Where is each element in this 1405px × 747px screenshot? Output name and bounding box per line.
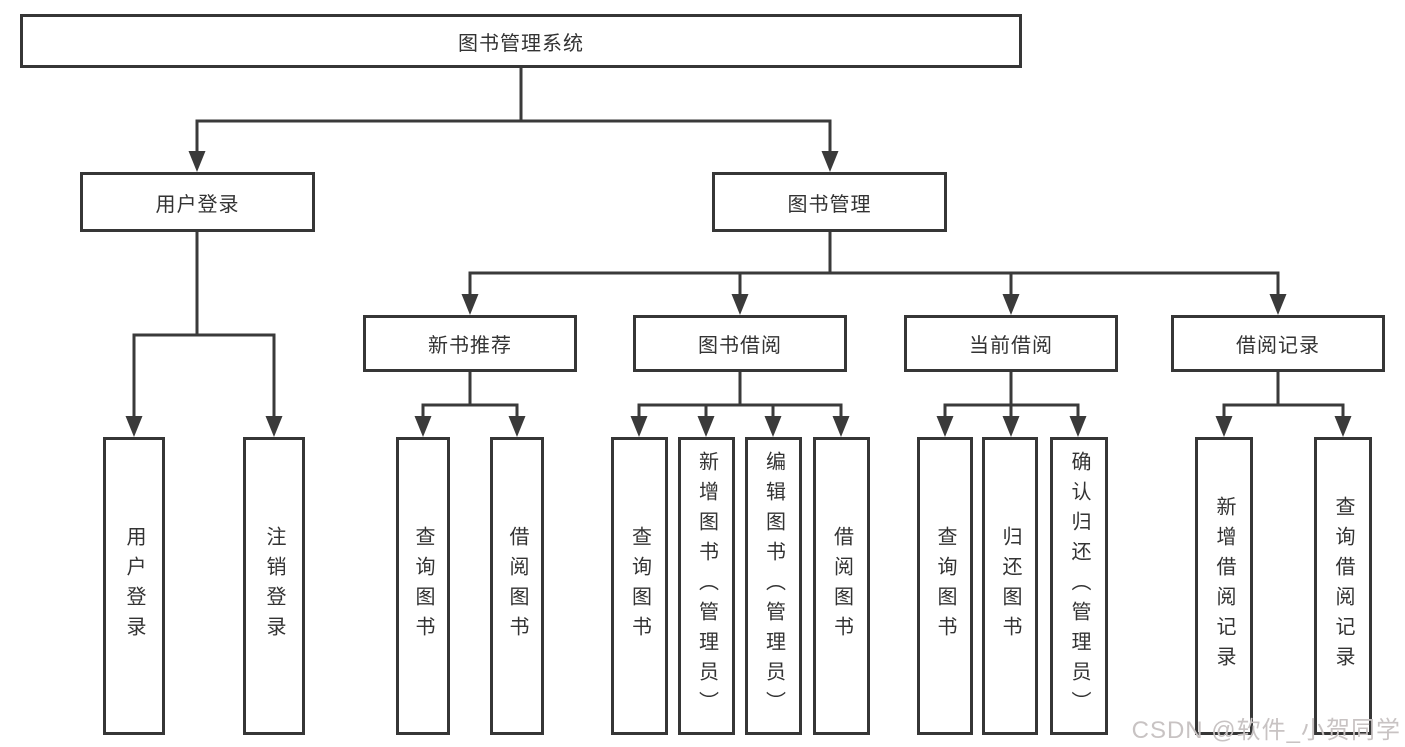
leaf-edit-books-admin: 编辑图书（管理员） xyxy=(745,437,802,735)
leaf-query-books-recommend: 查询图书 xyxy=(396,437,450,735)
leaf-label: 新增图书（管理员） xyxy=(695,451,718,721)
leaf-query-borrow-record: 查询借阅记录 xyxy=(1314,437,1372,735)
leaf-label: 新增借阅记录 xyxy=(1213,496,1235,676)
leaf-user-login: 用户登录 xyxy=(103,437,165,735)
leaf-label: 归还图书 xyxy=(999,526,1021,646)
leaf-label: 借阅图书 xyxy=(506,526,528,646)
leaf-label: 注销登录 xyxy=(263,526,285,646)
node-current-borrow: 当前借阅 xyxy=(904,315,1118,372)
leaf-query-books-current: 查询图书 xyxy=(917,437,973,735)
leaf-return-books: 归还图书 xyxy=(982,437,1038,735)
leaf-label: 借阅图书 xyxy=(830,526,853,646)
leaf-label: 查询图书 xyxy=(934,526,956,646)
leaf-confirm-return-admin: 确认归还（管理员） xyxy=(1050,437,1108,735)
leaf-label: 查询图书 xyxy=(628,526,651,646)
node-user-login: 用户登录 xyxy=(80,172,315,232)
node-borrow-records: 借阅记录 xyxy=(1171,315,1385,372)
csdn-watermark: CSDN @软件_小贺同学 xyxy=(1131,717,1401,744)
leaf-add-books-admin: 新增图书（管理员） xyxy=(678,437,735,735)
node-book-borrow: 图书借阅 xyxy=(633,315,847,372)
arrowheads xyxy=(125,151,1352,437)
node-book-management: 图书管理 xyxy=(712,172,947,232)
leaf-borrow-books-recommend: 借阅图书 xyxy=(490,437,544,735)
leaf-label: 用户登录 xyxy=(123,526,145,646)
leaf-label: 查询图书 xyxy=(412,526,434,646)
leaf-borrow-books: 借阅图书 xyxy=(813,437,870,735)
node-library-system: 图书管理系统 xyxy=(20,14,1022,68)
leaf-logout: 注销登录 xyxy=(243,437,305,735)
leaf-query-books-borrow: 查询图书 xyxy=(611,437,668,735)
leaf-add-borrow-record: 新增借阅记录 xyxy=(1195,437,1253,735)
node-new-book-recommend: 新书推荐 xyxy=(363,315,577,372)
leaf-label: 编辑图书（管理员） xyxy=(762,451,785,721)
leaf-label: 确认归还（管理员） xyxy=(1068,451,1090,721)
leaf-label: 查询借阅记录 xyxy=(1332,496,1354,676)
